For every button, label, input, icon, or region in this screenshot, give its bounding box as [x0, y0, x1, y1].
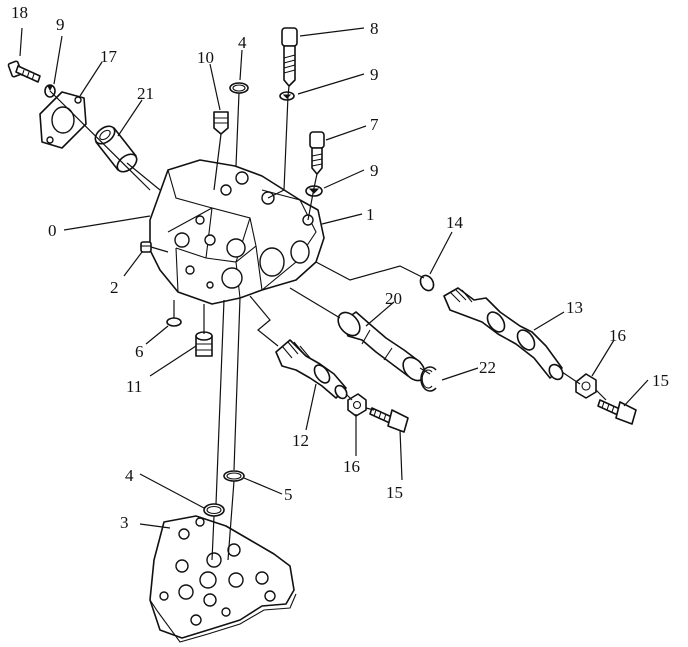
label-15-right: 15 [652, 371, 669, 390]
label-13: 13 [566, 298, 583, 317]
label-9-left: 9 [56, 15, 65, 34]
part-7-bolt [309, 131, 325, 175]
part-6-oring [166, 317, 182, 327]
label-22: 22 [479, 358, 496, 377]
part-number-labels: 18 9 17 10 4 8 9 21 7 9 1 0 14 2 20 13 6… [11, 3, 669, 532]
part-22-snap-ring [420, 366, 437, 392]
label-11: 11 [126, 377, 142, 396]
part-13-spool [443, 287, 564, 381]
label-4-lower: 4 [125, 466, 134, 485]
label-14: 14 [446, 213, 464, 232]
label-9-mid: 9 [370, 65, 379, 84]
part-5-oring [223, 470, 245, 482]
part-16-nut-right [575, 373, 597, 399]
label-7: 7 [370, 115, 379, 134]
label-5: 5 [284, 485, 293, 504]
label-20: 20 [385, 289, 402, 308]
label-8: 8 [370, 19, 379, 38]
label-3: 3 [120, 513, 129, 532]
label-6: 6 [135, 342, 144, 361]
label-17: 17 [100, 47, 118, 66]
leader-lines [19, 27, 649, 529]
part-1-valve-body [149, 159, 325, 305]
part-2-plug [140, 241, 152, 253]
part-8-bolt [281, 27, 298, 87]
label-16-right: 16 [609, 326, 626, 345]
label-1: 1 [366, 205, 375, 224]
part-4-oring-top [229, 82, 249, 94]
part-17-cover-plate [39, 91, 87, 149]
part-14-collar [419, 274, 435, 292]
label-2: 2 [110, 278, 119, 297]
part-12-spool [275, 339, 348, 400]
label-12: 12 [292, 431, 309, 450]
part-10-fitting [213, 111, 229, 135]
part-20-spool [337, 311, 426, 382]
part-18-bolt [7, 60, 41, 83]
part-9-washer-mid [279, 91, 295, 101]
label-4-top: 4 [238, 33, 247, 52]
label-0: 0 [48, 221, 57, 240]
label-9-low: 9 [370, 161, 379, 180]
part-11-plug [195, 331, 213, 357]
part-15-screw-right [597, 399, 637, 425]
label-21: 21 [137, 84, 154, 103]
part-3-base-plate [149, 515, 297, 643]
part-15-screw-lower [369, 407, 409, 433]
label-10: 10 [197, 48, 214, 67]
label-18: 18 [11, 3, 28, 22]
part-16-nut-lower [347, 393, 367, 417]
part-4-oring-lower [203, 503, 225, 517]
label-16-lower: 16 [343, 457, 360, 476]
assembly-axis-lines [49, 85, 607, 561]
label-15-lower: 15 [386, 483, 403, 502]
